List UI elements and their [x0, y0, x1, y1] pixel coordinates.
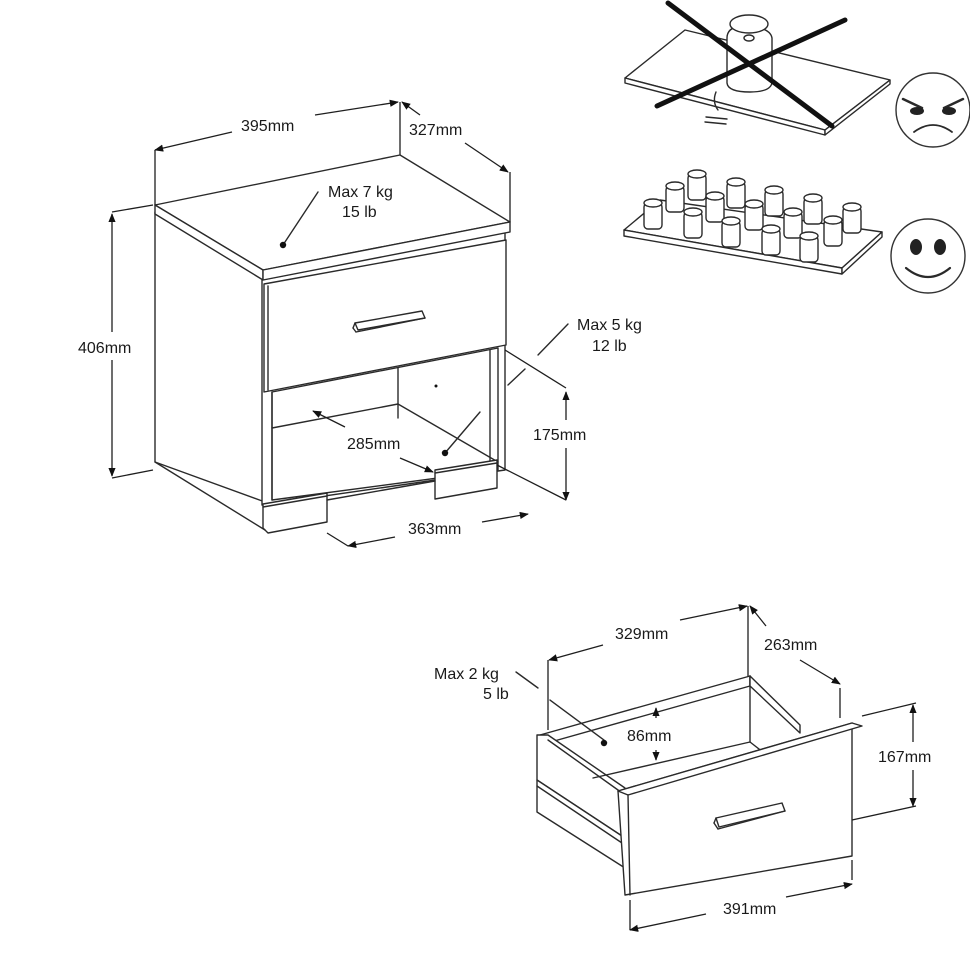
dim-drawer-front-height: 167mm [878, 749, 931, 766]
dim-drawer-inner-height: 86mm [627, 728, 671, 745]
top-load-kg: Max 7 kg [328, 184, 393, 201]
nightstand-feet [262, 459, 498, 534]
nightstand-dimensions: 395mm 327mm 406mm Max 7 kg 15 lb Max 5 k… [78, 99, 642, 549]
angry-face-icon [895, 72, 970, 148]
dim-drawer-depth: 263mm [764, 637, 817, 654]
drawer-load-lb: 5 lb [483, 686, 509, 703]
nightstand-drawing [154, 154, 511, 534]
shelf-load-kg: Max 5 kg [577, 317, 642, 334]
dim-nightstand-depth: 327mm [409, 122, 462, 139]
dim-nightstand-width: 395mm [241, 118, 294, 135]
drawer-handle [713, 802, 786, 830]
dim-drawer-front-width: 391mm [723, 901, 776, 918]
happy-face-icon [890, 218, 966, 294]
drawer-drawing [536, 675, 863, 896]
distributed-weights-icon [643, 169, 862, 263]
dim-nightstand-height: 406mm [78, 340, 131, 357]
dim-shelf-height: 175mm [533, 427, 586, 444]
drawer-load-kg: Max 2 kg [434, 666, 499, 683]
nightstand-drawer-front [263, 239, 507, 393]
drawer-front [617, 722, 853, 896]
load-guidance-wrong [624, 0, 970, 148]
drawer-dimensions: 329mm 263mm Max 2 kg 5 lb 86mm 167mm 391… [434, 604, 931, 932]
dim-shelf-depth: 285mm [347, 436, 400, 453]
load-guidance-correct [623, 169, 966, 294]
dim-drawer-inner-width: 329mm [615, 626, 668, 643]
dim-shelf-width: 363mm [408, 521, 461, 538]
shelf-load-lb: 12 lb [592, 338, 627, 355]
top-load-lb: 15 lb [342, 204, 377, 221]
nightstand-drawer-handle [352, 310, 426, 333]
nightstand-open-compartment [271, 347, 499, 501]
